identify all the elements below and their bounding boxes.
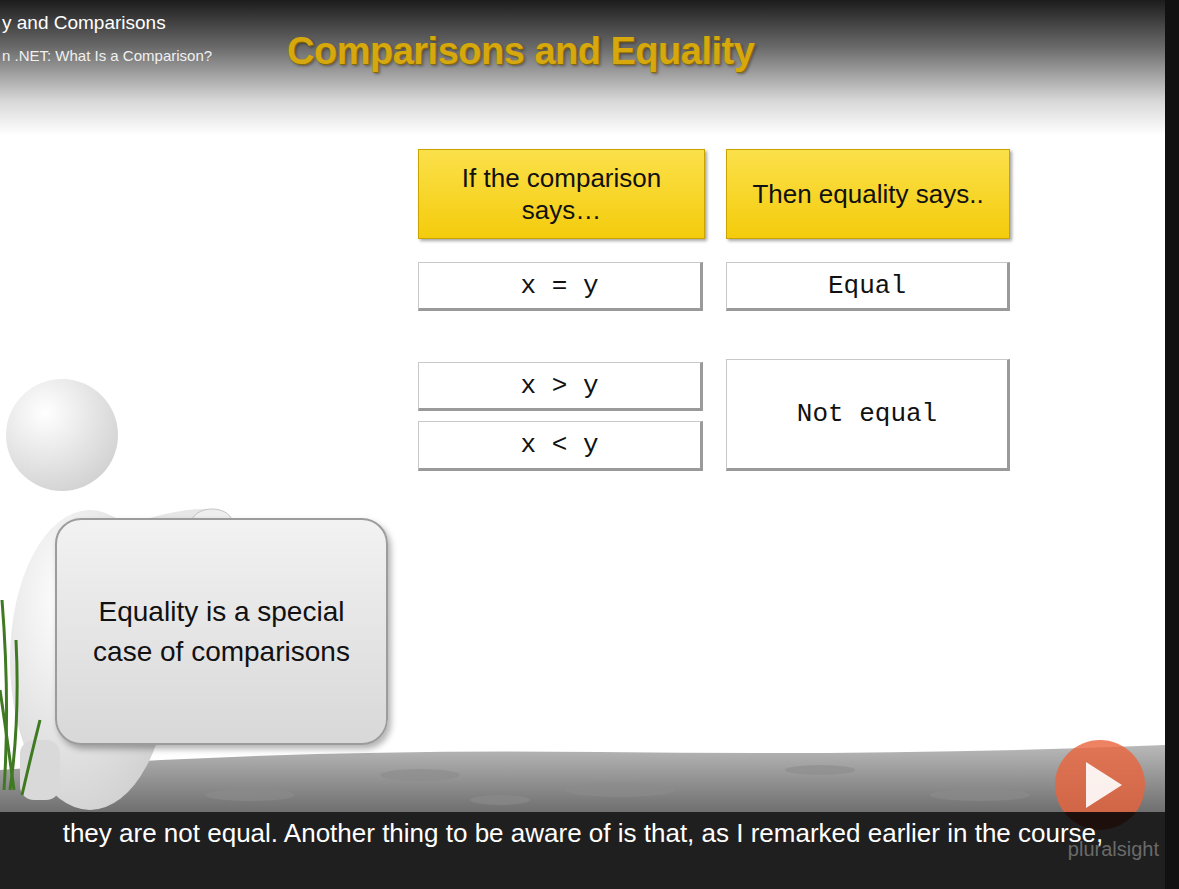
box-text: Equality is a special case of comparison… [91,592,352,670]
held-sign: Equality is a special case of comparison… [55,518,388,745]
box-text-group: Then equality says.. [752,178,983,211]
box-text-group: If the comparison says… [431,162,692,227]
module-title: n .NET: What Is a Comparison? [2,47,212,64]
column-header: Then equality says.. [726,149,1010,239]
box-text: Equal [828,271,906,301]
box-text-group: x = y [520,271,598,301]
course-title: y and Comparisons [2,12,166,34]
box-text: Not equal [797,399,937,429]
box-text: If the comparison says… [431,162,692,227]
equality-cell: Equal [726,262,1010,311]
comparison-cell: x = y [418,262,703,311]
box-text: Then equality says.. [752,178,983,211]
subtitle-caption: they are not equal. Another thing to be … [6,816,1160,851]
box-text-group: x > y [520,371,598,401]
box-text-group: Equal [828,271,906,301]
column-header: If the comparison says… [418,149,705,239]
comparison-cell: x < y [418,421,703,471]
box-text-group: Not equal [797,399,937,429]
equality-cell: Not equal [726,359,1010,471]
comparison-cell: x > y [418,362,703,411]
box-text: x < y [520,430,598,460]
box-text-group: Equality is a special case of comparison… [91,592,352,670]
box-text: x > y [520,371,598,401]
box-text: x = y [520,271,598,301]
slide-title: Comparisons and Equality [287,30,754,73]
box-text-group: x < y [520,430,598,460]
